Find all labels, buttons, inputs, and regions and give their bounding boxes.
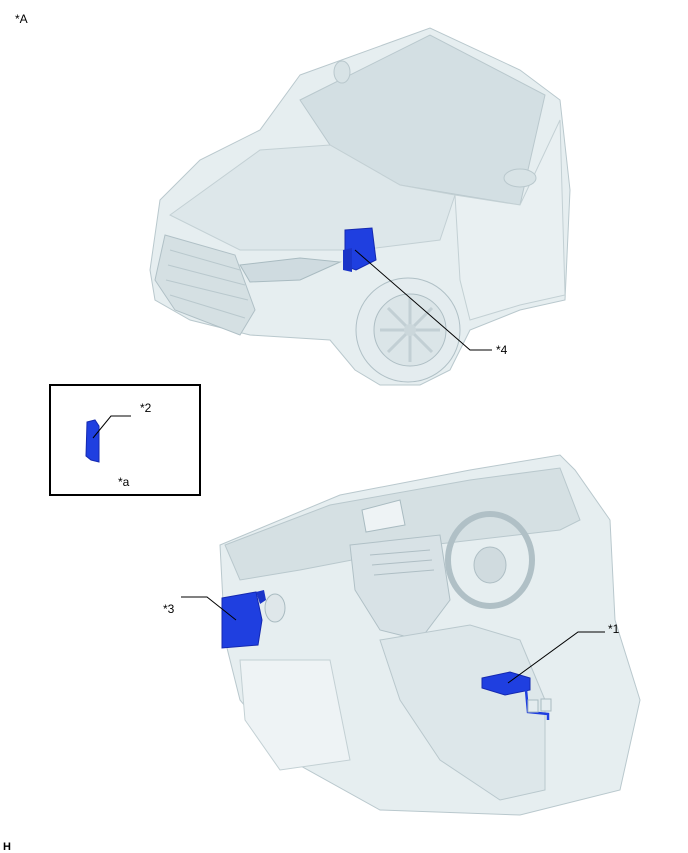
leader-line-2 [92, 415, 131, 439]
component-3 [221, 591, 263, 649]
footer-label: H [3, 841, 11, 853]
inset-label: *a [118, 475, 130, 489]
view-label: *A [15, 12, 28, 26]
leader-line-1 [507, 631, 605, 684]
callout-3: *3 [163, 602, 175, 616]
inset-detail-box [49, 384, 201, 496]
leader-line-4 [354, 249, 492, 351]
callout-1: *1 [608, 622, 620, 636]
callout-4: *4 [496, 343, 508, 357]
component-2 [85, 419, 100, 463]
callout-2: *2 [140, 401, 152, 415]
vehicle-exterior [149, 27, 571, 386]
vehicle-interior [181, 454, 641, 816]
inset-illustration [85, 415, 131, 463]
component-1 [481, 671, 531, 696]
leader-line-3 [181, 596, 237, 621]
